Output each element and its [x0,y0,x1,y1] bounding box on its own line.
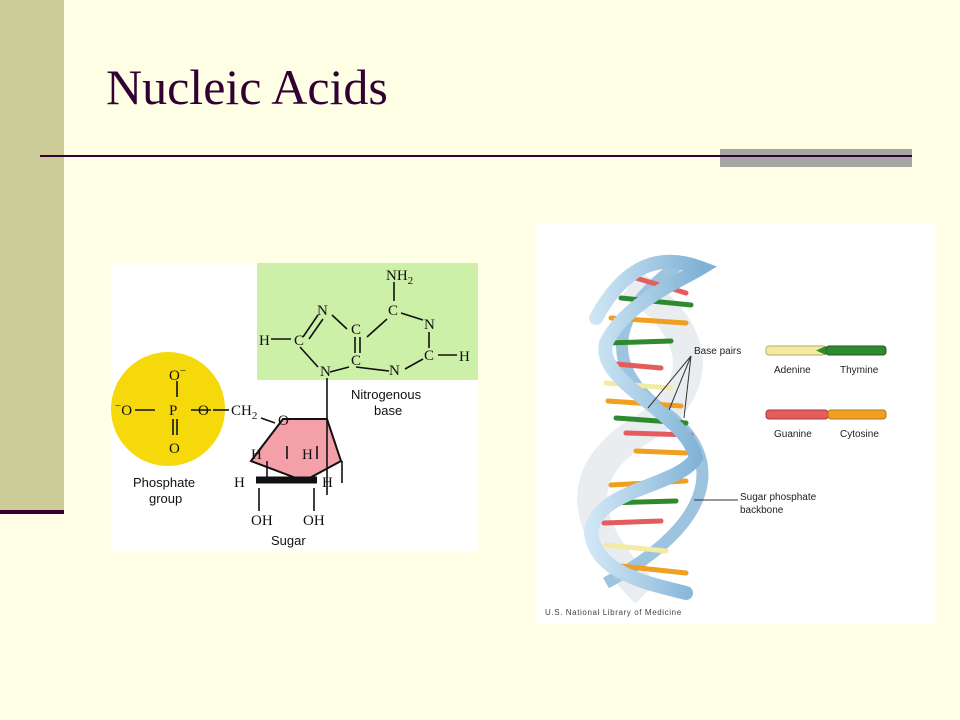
base-highlight [257,263,478,380]
phosphate-label-line1: Phosphate [133,475,195,490]
slide-title: Nucleic Acids [106,59,388,115]
atom-c6: C [388,303,398,319]
sugar-h-left-outer: H [234,475,245,491]
hydroxyl-left: OH [251,513,273,529]
base-bonds [135,282,457,511]
legend-adenine-thymine: Adenine Thymine [765,345,887,376]
image-credit: U.S. National Library of Medicine [545,608,682,617]
nucleotide-svg: NH2 C N C H N C C N C H N O H H H H OH O… [111,263,478,548]
atom-n7: N [317,303,328,319]
backbone-label-line2: backbone [740,505,784,516]
legend-adenine: Adenine [774,365,811,376]
amine-group: NH2 [386,268,413,287]
title-rule-block-line [720,155,912,157]
base-pairs-label: Base pairs [694,346,741,357]
phosphate-highlight [111,352,225,466]
atom-n3: N [389,363,400,379]
atom-c2: C [424,348,434,364]
atom-c8: C [294,333,304,349]
legend-thymine: Thymine [840,365,879,376]
atom-c4: C [351,353,361,369]
phosphate-o-top: O− [169,365,186,384]
sidebar-accent-bar [0,0,64,512]
atom-n1: N [424,317,435,333]
atom-h8: H [259,333,270,349]
sugar-label: Sugar [271,533,306,548]
atom-c5: C [351,322,361,338]
base-label-line1: Nitrogenous [351,387,422,402]
atom-h2: H [459,349,470,365]
title-rule-block [720,149,912,167]
legend-cytosine: Cytosine [840,429,879,440]
methylene-group: CH2 [231,403,257,422]
sidebar-accent-line [0,510,64,514]
legend-guanine-cytosine: Guanine Cytosine [765,409,887,440]
hydroxyl-right: OH [303,513,325,529]
nucleotide-figure: NH2 C N C H N C C N C H N O H H H H OH O… [111,263,478,552]
sugar-h-left-inner: H [251,447,262,463]
sugar-h-right-inner: H [302,447,313,463]
dna-helix-figure: Base pairs Sugar phosphate backbone Aden… [536,223,936,623]
sugar-h-right-outer: H [322,475,333,491]
phosphate-p: P [169,403,177,419]
sugar-ring [249,418,343,483]
title-rule [40,155,912,157]
dna-helix-svg: Base pairs Sugar phosphate backbone Aden… [545,254,887,617]
phosphate-o-bridge: O [198,403,209,419]
base-label-line2: base [374,403,402,418]
callout-lines [647,355,738,501]
backbone-label-line1: Sugar phosphate [740,492,817,503]
phosphate-o-left: −O [115,400,132,419]
front-strand [583,254,718,600]
legend-guanine: Guanine [774,429,812,440]
phosphate-o-bottom: O [169,441,180,457]
atom-n9: N [320,364,331,380]
ring-oxygen: O [278,413,289,429]
phosphate-label-line2: group [149,491,182,506]
